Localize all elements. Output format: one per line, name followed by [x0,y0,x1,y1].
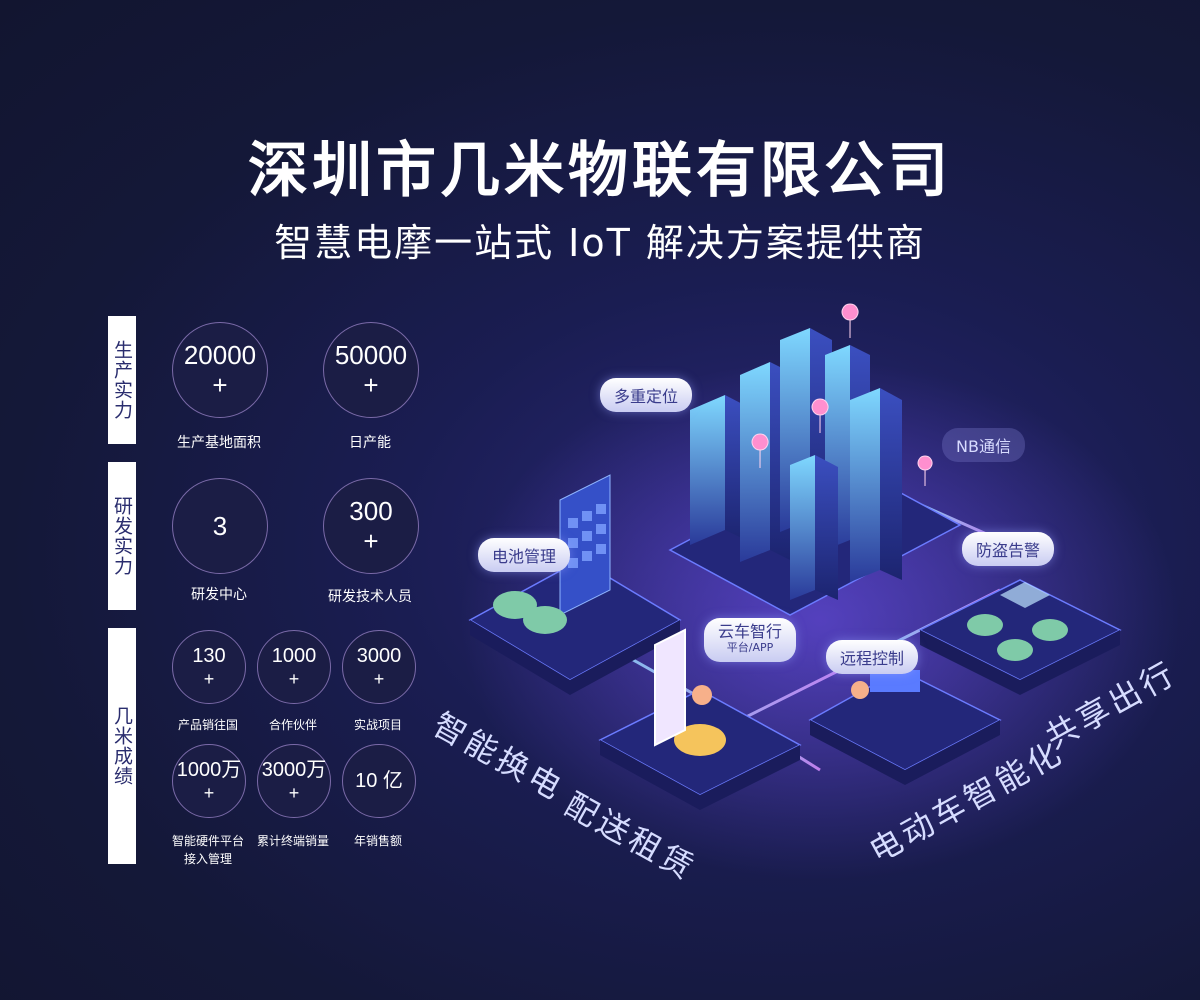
iot-city-illustration: 多重定位 NB通信 电池管理 防盗告警 云车智行 平台/APP 远程控制 智能换… [427,290,1200,890]
stat-caption-annual-sales: 年销售额 [353,834,402,848]
stat-circle-annual-sales: 10 亿 [342,744,416,818]
stat-caption-partners: 合作伙伴 [268,718,317,732]
tag-remote-control: 远程控制 [826,640,919,674]
stat-circle-countries: 130 + [172,630,246,704]
tag-anti-theft-alarm: 防盗告警 [962,532,1055,566]
isometric-city-graphic [460,303,1180,880]
stat-caption-platform-devices: 智能硬件平台 接入管理 [171,834,244,866]
stat-circle-projects: 3000 + [342,630,416,704]
stat-caption-daily-capacity: 日产能 [349,435,391,451]
stat-circle-terminal-sales: 3000万 + [257,744,331,818]
section-label-production: 生产实力 [108,316,136,444]
tag-nb-communication: NB通信 [942,428,1025,462]
stat-circle-factory-area: 20000 + [172,322,268,418]
stat-caption-terminal-sales: 累计终端销量 [256,834,329,848]
stat-caption-countries: 产品销往国 [177,718,238,732]
stat-caption-factory-area: 生产基地面积 [177,435,261,451]
section-label-achievements: 几米成绩 [108,628,136,864]
stat-caption-rnd-centers: 研发中心 [191,587,247,603]
section-label-rnd: 研发实力 [108,462,136,610]
stat-circle-rnd-staff: 300 + [323,478,419,574]
company-subtitle: 智慧电摩一站式 IoT 解决方案提供商 [274,221,926,265]
tag-cloud-platform: 云车智行 平台/APP [704,618,797,662]
tag-multi-positioning: 多重定位 [600,378,693,412]
stat-circle-rnd-centers: 3 [172,478,268,574]
stat-circle-partners: 1000 + [257,630,331,704]
tag-battery-management: 电池管理 [478,538,571,572]
stat-caption-rnd-staff: 研发技术人员 [328,589,412,605]
stat-circle-platform-devices: 1000万 + [172,744,246,818]
stat-circle-daily-capacity: 50000 + [323,322,419,418]
company-title: 深圳市几米物联有限公司 [248,136,952,206]
stat-caption-projects: 实战项目 [353,718,402,732]
